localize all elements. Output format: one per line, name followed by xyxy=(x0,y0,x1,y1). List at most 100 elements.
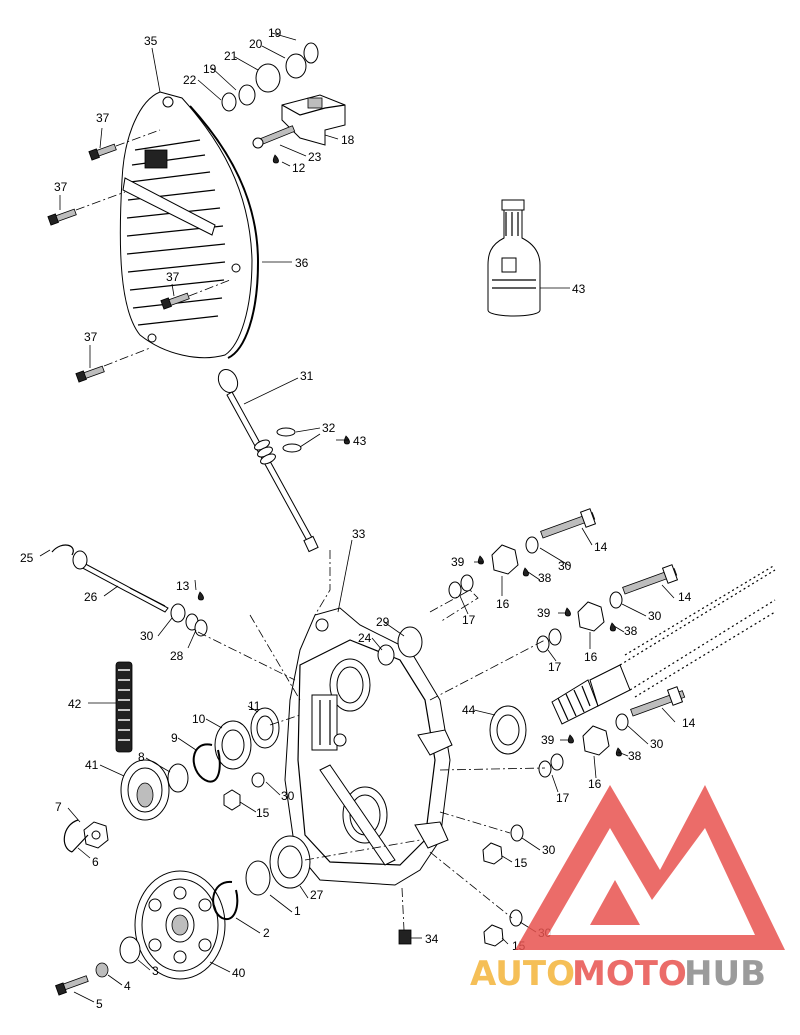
nut-16-b xyxy=(577,601,605,632)
watermark-triangle-core xyxy=(590,880,640,925)
clip-25 xyxy=(51,544,74,556)
label-22: 22 xyxy=(183,73,197,87)
spacer-8 xyxy=(167,763,189,793)
label-17-c: 17 xyxy=(556,791,570,805)
nut-15-mid xyxy=(223,789,241,811)
oil-bottle xyxy=(487,199,541,317)
label-36: 36 xyxy=(295,256,309,270)
label-30-r3: 30 xyxy=(650,737,664,751)
bolt-5 xyxy=(55,975,89,996)
pin-23 xyxy=(252,125,296,149)
label-26: 26 xyxy=(84,590,98,604)
label-37-d: 37 xyxy=(84,330,98,344)
label-17-b: 17 xyxy=(548,660,562,674)
label-41: 41 xyxy=(85,758,99,772)
label-35: 35 xyxy=(144,34,158,48)
washer-30-r1 xyxy=(525,536,539,554)
label-16-c: 16 xyxy=(588,777,602,791)
label-2: 2 xyxy=(263,926,270,940)
label-14-b: 14 xyxy=(678,590,692,604)
label-37-c: 37 xyxy=(166,270,180,284)
label-19-top: 19 xyxy=(268,26,282,40)
label-44: 44 xyxy=(462,703,476,717)
washer-30-r2 xyxy=(609,591,623,609)
washer-17-c1 xyxy=(550,753,564,771)
label-12: 12 xyxy=(292,161,306,175)
label-34: 34 xyxy=(425,932,439,946)
bolt-37-a xyxy=(88,143,117,161)
label-10: 10 xyxy=(192,712,206,726)
label-30-mid: 30 xyxy=(281,789,295,803)
washer-19-top xyxy=(303,42,319,64)
roller-20 xyxy=(285,53,307,79)
label-15-mid: 15 xyxy=(256,806,270,820)
oil-drop-13 xyxy=(197,591,204,601)
label-21: 21 xyxy=(224,49,238,63)
plug-34 xyxy=(398,929,412,945)
label-39-c: 39 xyxy=(541,733,555,747)
upper-sprocket-41 xyxy=(120,759,170,821)
o-ring-32-b xyxy=(282,443,302,453)
bushing-29 xyxy=(397,626,423,658)
lower-sprocket-40 xyxy=(134,870,226,980)
label-20: 20 xyxy=(249,37,263,51)
label-14-c: 14 xyxy=(682,716,696,730)
oil-drop-12 xyxy=(272,154,279,164)
label-42: 42 xyxy=(68,697,82,711)
label-30-r2: 30 xyxy=(648,609,662,623)
washer-30-r5 xyxy=(509,909,523,927)
adjuster-rod-26 xyxy=(72,550,169,613)
label-14-a: 14 xyxy=(594,540,608,554)
nut-7 xyxy=(83,821,109,849)
label-30-r1: 30 xyxy=(558,559,572,573)
label-31: 31 xyxy=(300,369,314,383)
bolt-14-c xyxy=(630,686,686,717)
label-25: 25 xyxy=(20,551,34,565)
watermark-hub: HUB xyxy=(684,954,766,994)
o-ring-32-a xyxy=(276,427,296,437)
washer-17-a2 xyxy=(448,581,462,599)
label-23: 23 xyxy=(308,150,322,164)
oil-drop-38-b xyxy=(609,622,616,632)
label-6: 6 xyxy=(92,855,99,869)
label-16-b: 16 xyxy=(584,650,598,664)
label-5: 5 xyxy=(96,997,103,1011)
label-33: 33 xyxy=(352,527,366,541)
washer-17-a1 xyxy=(460,574,474,592)
bolt-37-b xyxy=(47,208,77,226)
label-16-a: 16 xyxy=(496,597,510,611)
label-39-a: 39 xyxy=(451,555,465,569)
bolt-37-c xyxy=(160,292,190,310)
tensioner-block xyxy=(281,94,346,146)
washer-30-left xyxy=(170,603,186,623)
label-38-b: 38 xyxy=(624,624,638,638)
label-4: 4 xyxy=(124,979,131,993)
washer-17-c2 xyxy=(538,760,552,778)
label-9: 9 xyxy=(171,731,178,745)
bearing-21 xyxy=(255,63,281,93)
label-27: 27 xyxy=(310,888,324,902)
label-11: 11 xyxy=(248,699,261,713)
bolt-37-d xyxy=(75,365,105,383)
spacer-1 xyxy=(245,860,271,896)
chaincase-housing xyxy=(284,607,453,886)
oil-drop-39-a xyxy=(477,555,484,565)
label-24: 24 xyxy=(358,631,372,645)
nut-15-r2 xyxy=(483,924,504,947)
oil-drop-39-c xyxy=(567,734,574,744)
label-29: 29 xyxy=(376,615,390,629)
nut-15-r1 xyxy=(482,842,503,865)
label-18: 18 xyxy=(341,133,355,147)
label-1: 1 xyxy=(294,904,301,918)
oil-drop-39-b xyxy=(564,607,571,617)
label-30-left: 30 xyxy=(140,629,154,643)
drive-shaft xyxy=(489,564,776,755)
washer-17-b1 xyxy=(548,628,562,646)
label-37-b: 37 xyxy=(54,180,68,194)
washer-19 xyxy=(238,84,256,106)
washer-17-b2 xyxy=(536,635,550,653)
part-number-labels: 35 36 37 37 37 37 19 20 21 19 22 18 23 1… xyxy=(20,26,696,1011)
cotter-pin-6 xyxy=(63,819,89,853)
washer-30-r3 xyxy=(615,713,629,731)
